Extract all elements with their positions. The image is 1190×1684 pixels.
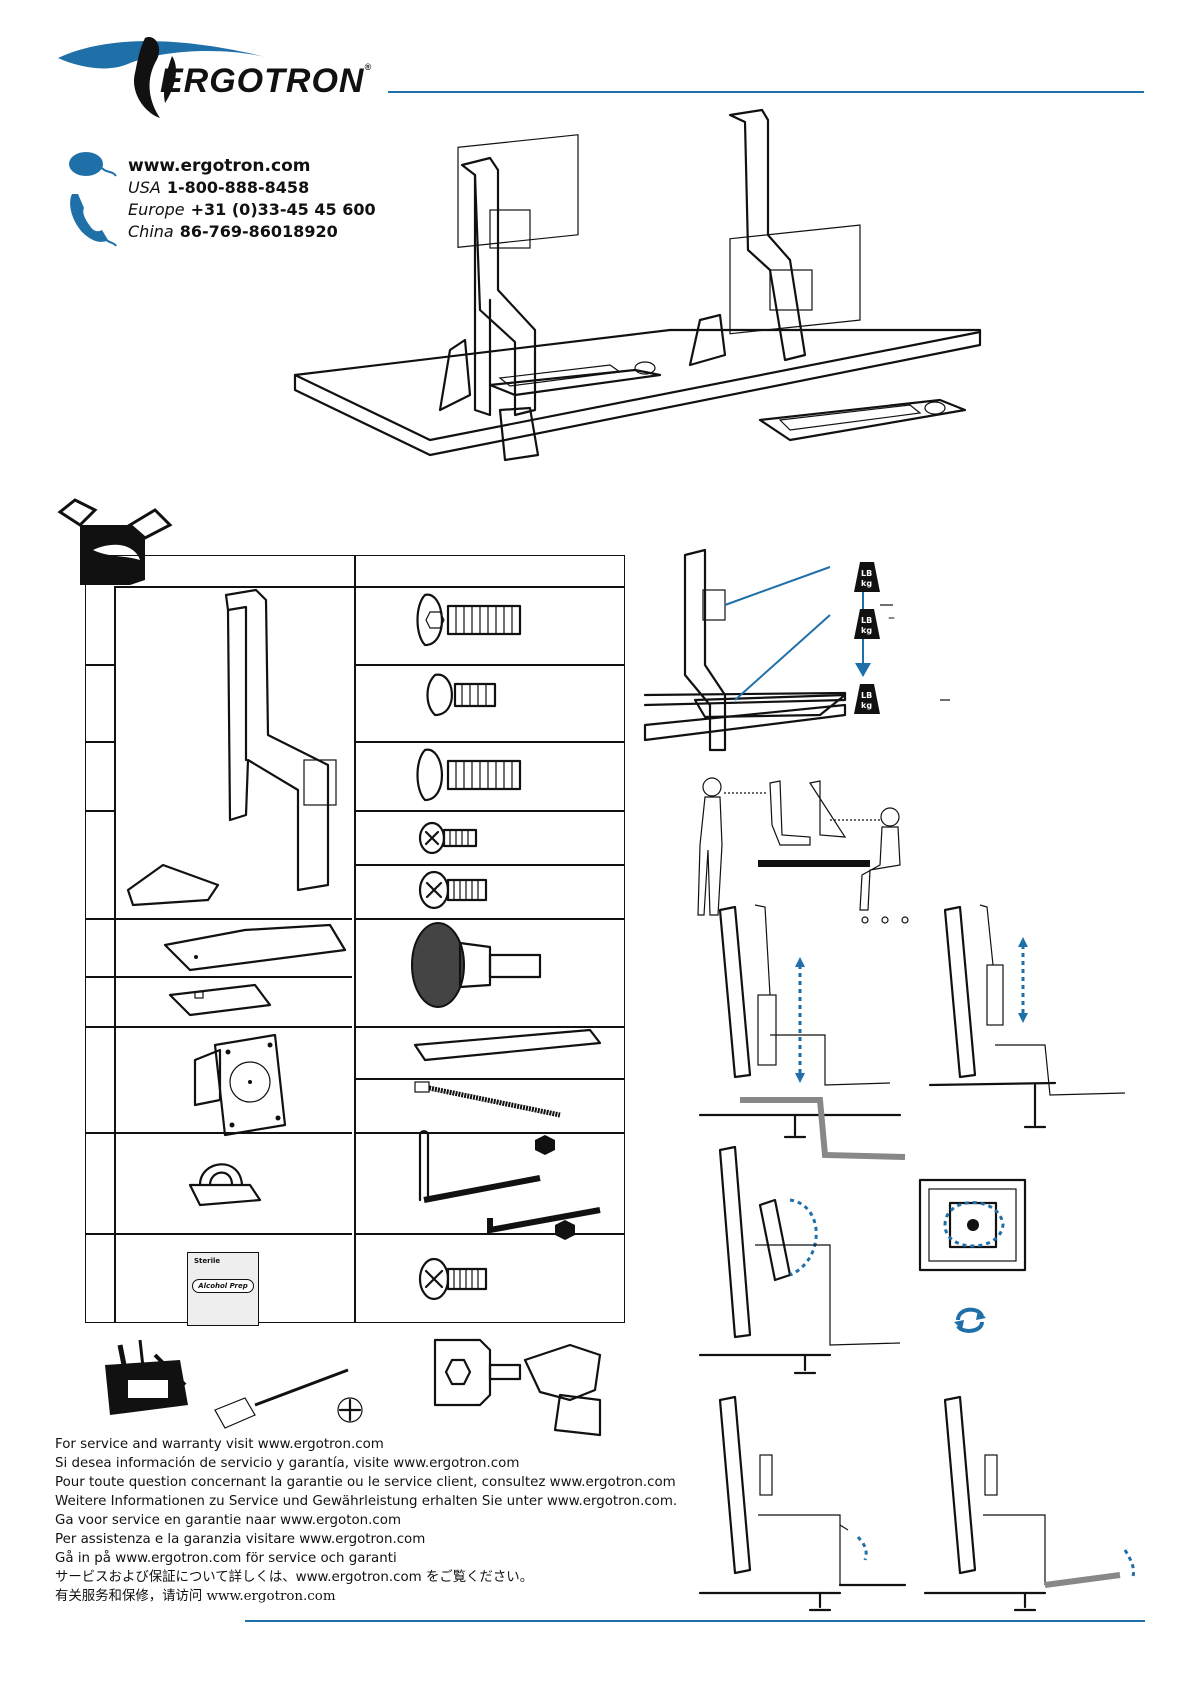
table-divider <box>354 864 624 866</box>
toolbox-icon <box>105 1339 188 1415</box>
phone-region: China <box>128 222 174 241</box>
brand-name: ERGOTRON <box>160 62 365 100</box>
part-hex-keys <box>418 1130 601 1240</box>
service-line-zh: 有关服务和保修，请访问 www.ergotron.com <box>55 1589 336 1604</box>
part-keyboard-tray <box>163 923 347 972</box>
registered-mark: ® <box>364 62 373 72</box>
part-stand-column <box>126 588 337 907</box>
part-mouse-tray <box>168 983 272 1017</box>
weight-label-kg: kg <box>861 701 872 710</box>
weight-dash: – <box>940 692 947 708</box>
service-line-nl: Ga voor service en garantie naar www.erg… <box>55 1513 402 1528</box>
table-divider <box>354 1132 624 1134</box>
phone-china: China 86-769-86018920 <box>128 221 376 243</box>
part-cable-tie <box>414 1081 561 1118</box>
table-divider <box>86 810 114 812</box>
weight-icon: LB kg <box>850 605 884 645</box>
phone-usa: USA 1-800-888-8458 <box>128 177 376 199</box>
weight-icon: LB kg <box>850 558 884 598</box>
tray-tilt-panel-left <box>698 1395 907 1612</box>
phone-number: 1-800-888-8458 <box>166 178 310 197</box>
table-divider <box>354 664 624 666</box>
website-url[interactable]: www.ergotron.com <box>128 156 311 176</box>
part-cable-clip <box>188 1163 262 1207</box>
table-divider <box>86 741 114 743</box>
table-divider <box>86 664 114 666</box>
weight-label-lb: LB <box>861 569 872 578</box>
table-divider <box>354 918 624 920</box>
part-medium-flat-screw <box>416 748 522 802</box>
service-line-de: Weitere Informationen zu Service und Gew… <box>55 1494 678 1509</box>
weight-label-kg: kg <box>861 579 872 588</box>
part-vesa-bracket <box>190 1030 287 1137</box>
service-line-en: For service and warranty visit www.ergot… <box>55 1437 384 1452</box>
phone-region: USA <box>128 178 161 197</box>
parts-table <box>85 555 625 1323</box>
phone-icon <box>70 194 117 247</box>
rotate-icon <box>954 1307 986 1333</box>
tray-tilt-panel-right <box>923 1395 1135 1612</box>
weight-label-kg: kg <box>861 626 872 635</box>
service-line-it: Per assistenza e la garanzia visitare ww… <box>55 1532 426 1547</box>
table-divider <box>354 1078 624 1080</box>
part-alcohol-pad: Sterile Alcohol Prep <box>187 1252 259 1326</box>
weight-label-lb: LB <box>861 616 872 625</box>
table-divider <box>86 1132 352 1134</box>
weight-label-lb: LB <box>861 691 872 700</box>
service-line-es: Si desea información de servicio y garan… <box>55 1456 520 1471</box>
service-line-ja: サービスおよび保証について詳しくは、www.ergotron.com をご覧くだ… <box>55 1570 534 1585</box>
phone-number: 86-769-86018920 <box>179 222 338 241</box>
footer-rule <box>245 1620 1145 1622</box>
drill-socket-icon <box>433 1338 602 1437</box>
phillips-screwdriver-icon <box>214 1368 363 1429</box>
height-adjust-panel-left <box>698 904 906 1160</box>
weight-icon: LB kg <box>850 680 884 720</box>
table-divider <box>86 1026 352 1028</box>
table-divider <box>86 918 352 920</box>
alcohol-pad-label: Alcohol Prep <box>192 1279 254 1293</box>
phone-number: +31 (0)33-45 45 600 <box>190 200 376 219</box>
part-large-flat-screw <box>416 593 522 647</box>
part-small-hex-screw <box>426 673 497 717</box>
table-divider <box>354 741 624 743</box>
ergotron-logo-swoosh <box>58 37 270 118</box>
logo-wordmark: ERGOTRON® <box>160 62 372 101</box>
service-line-sv: Gå in på www.ergotron.com för service oc… <box>55 1551 397 1566</box>
alcohol-pad-sterile: Sterile <box>194 1257 221 1265</box>
part-knob <box>411 922 542 1008</box>
phone-region: Europe <box>128 200 185 219</box>
weight-dash: – <box>888 610 895 626</box>
part-cable-cover <box>413 1028 602 1062</box>
table-divider <box>86 976 352 978</box>
contact-block: www.ergotron.com USA 1-800-888-8458 Europ… <box>128 155 376 243</box>
weight-adjust-diagram <box>643 548 950 752</box>
header-rule <box>388 91 1144 93</box>
table-divider <box>86 1233 352 1235</box>
rotate-adjust-panel <box>918 1178 1027 1272</box>
service-info: For service and warranty visit www.ergot… <box>55 1435 695 1606</box>
table-divider <box>354 1026 624 1028</box>
table-divider <box>354 556 356 1322</box>
phone-europe: Europe +31 (0)33-45 45 600 <box>128 199 376 221</box>
part-phillips-screw-small <box>418 821 478 855</box>
table-divider <box>114 586 624 588</box>
table-divider <box>354 810 624 812</box>
tilt-adjust-panel <box>698 1145 901 1375</box>
mouse-web-icon <box>69 152 117 177</box>
table-divider <box>354 1233 624 1235</box>
table-divider <box>114 586 116 1322</box>
service-line-fr: Pour toute question concernant la garant… <box>55 1475 676 1490</box>
part-phillips-screw-large <box>418 1257 488 1301</box>
open-box-icon <box>57 498 173 585</box>
height-adjust-panel-right <box>928 904 1126 1129</box>
ergonomic-postures-illustration <box>697 777 909 924</box>
part-phillips-screw-medium <box>418 870 488 910</box>
hero-workstation-illustration <box>293 108 982 462</box>
